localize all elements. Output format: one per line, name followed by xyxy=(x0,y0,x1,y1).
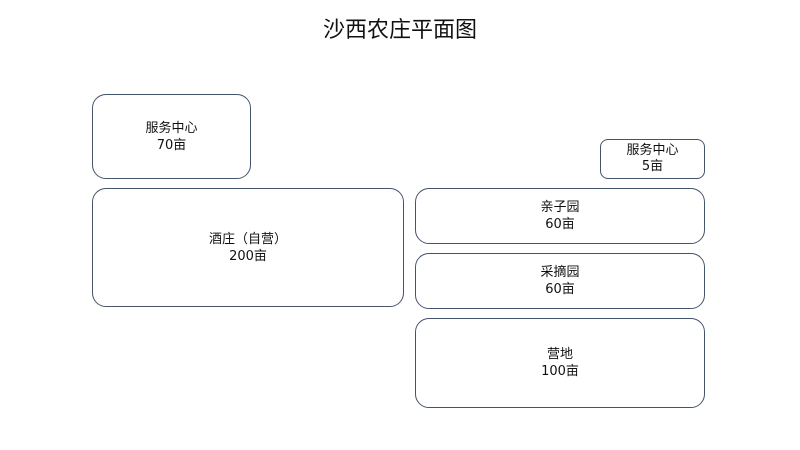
plot-area: 60亩 xyxy=(545,217,575,232)
plot-service-center-small: 服务中心 5亩 xyxy=(600,139,705,179)
plot-area: 5亩 xyxy=(641,159,664,174)
plot-area: 70亩 xyxy=(156,137,187,153)
plot-campsite: 营地 100亩 xyxy=(415,318,705,408)
plot-name: 服务中心 xyxy=(145,120,198,136)
plot-area: 60亩 xyxy=(545,282,575,297)
page-title: 沙西农庄平面图 xyxy=(322,18,477,43)
plot-service-center-large: 服务中心 70亩 xyxy=(92,94,251,179)
plot-name: 酒庄（自营） xyxy=(208,231,287,247)
plot-kids-park: 亲子园 60亩 xyxy=(415,188,705,244)
plot-name: 营地 xyxy=(546,347,573,362)
plot-area: 100亩 xyxy=(541,364,579,379)
plot-name: 服务中心 xyxy=(626,143,679,158)
plot-area: 200亩 xyxy=(229,248,267,264)
plot-name: 采摘园 xyxy=(540,265,580,280)
plot-name: 亲子园 xyxy=(540,200,580,215)
plot-winery: 酒庄（自营） 200亩 xyxy=(92,188,404,307)
plot-picking-garden: 采摘园 60亩 xyxy=(415,253,705,309)
